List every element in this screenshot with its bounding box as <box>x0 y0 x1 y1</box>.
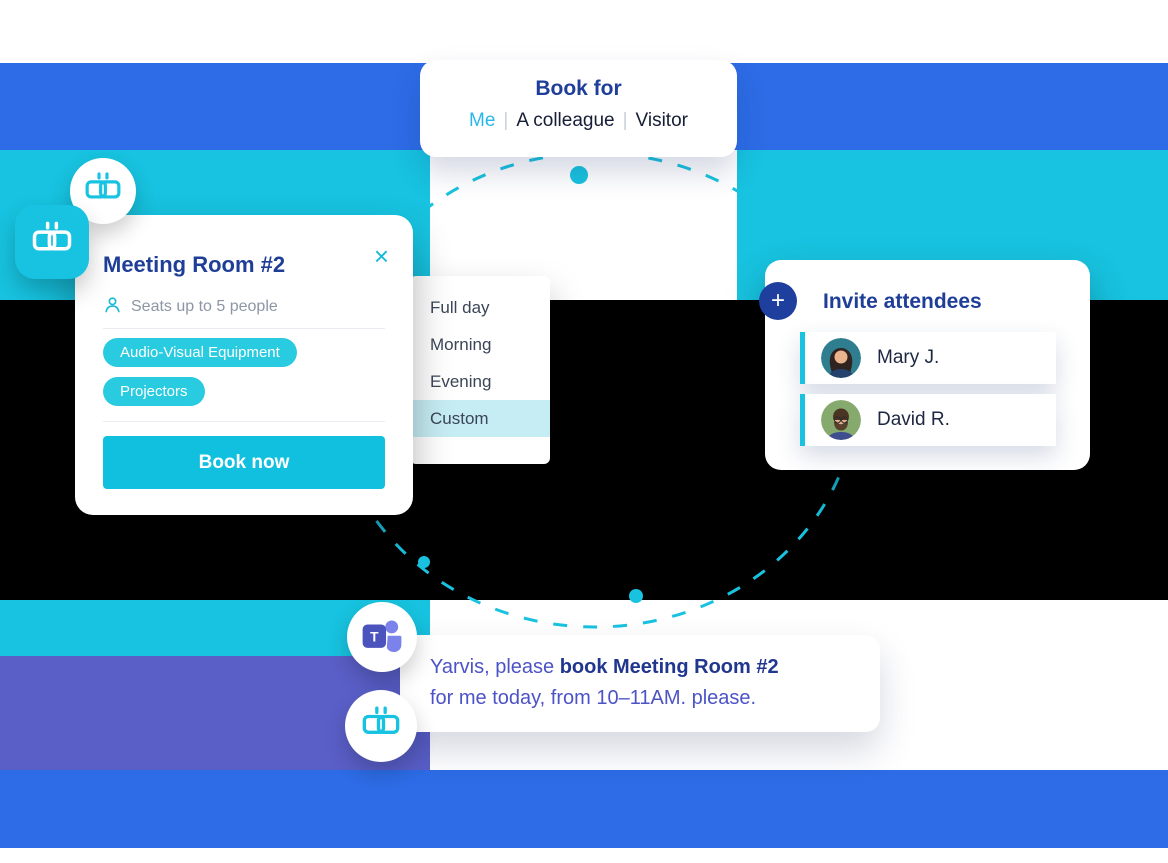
meeting-room-link-icon <box>31 219 73 266</box>
chat-message-bubble: Yarvis, please book Meeting Room #2 for … <box>400 635 880 732</box>
meeting-room-link-icon <box>84 170 122 213</box>
meeting-room-title: Meeting Room #2 <box>103 252 286 277</box>
chat-text-bold: book Meeting Room #2 <box>559 656 779 678</box>
person-icon <box>103 295 122 319</box>
amenity-tag-projectors: Projectors <box>103 377 205 406</box>
avatar-david <box>821 400 861 440</box>
chat-text-after: for me today, from 10–11AM. please. <box>430 687 757 709</box>
chat-message-line1: Yarvis, please book Meeting Room #2 <box>430 652 860 683</box>
room-app-logo-square-badge <box>15 205 89 279</box>
band-blue-bottom <box>0 770 1168 848</box>
attendee-row-david[interactable]: David R. <box>800 394 1056 446</box>
room-app-logo-badge-bottom <box>345 690 417 762</box>
option-separator: | <box>622 110 628 131</box>
divider <box>103 328 385 329</box>
chat-message-line2: for me today, from 10–11AM. please. <box>430 683 860 714</box>
duration-menu: Full day Morning Evening Custom <box>410 276 550 464</box>
chat-text-before: Yarvis, please <box>430 656 560 678</box>
duration-option-full-day[interactable]: Full day <box>430 298 490 317</box>
add-attendee-button[interactable]: + <box>759 282 797 320</box>
invite-attendees-title: Invite attendees <box>823 290 982 313</box>
book-for-panel: Book for Me | A colleague | Visitor <box>420 60 737 157</box>
room-capacity: Seats up to 5 people <box>103 295 278 319</box>
option-separator: | <box>503 110 509 131</box>
duration-option-custom[interactable]: Custom <box>410 400 550 437</box>
teams-letter: T <box>370 629 379 644</box>
book-now-button[interactable]: Book now <box>103 436 385 489</box>
attendee-row-mary[interactable]: Mary J. <box>800 332 1056 384</box>
book-for-option-visitor[interactable]: Visitor <box>635 110 688 131</box>
room-capacity-label: Seats up to 5 people <box>131 298 278 315</box>
ms-teams-logo-badge: T <box>347 602 417 672</box>
book-for-option-me[interactable]: Me <box>469 110 496 131</box>
book-for-options: Me | A colleague | Visitor <box>420 110 737 132</box>
invite-attendees-panel: + Invite attendees Mary J. <box>759 260 1090 470</box>
avatar-mary <box>821 338 861 378</box>
ms-teams-icon: T <box>361 615 403 660</box>
duration-option-evening[interactable]: Evening <box>430 372 492 391</box>
attendee-name: Mary J. <box>877 347 940 368</box>
amenity-tag-av-equipment: Audio-Visual Equipment <box>103 338 297 367</box>
attendee-name: David R. <box>877 409 950 430</box>
book-for-title: Book for <box>535 77 622 100</box>
book-for-option-colleague[interactable]: A colleague <box>516 110 615 131</box>
duration-option-morning[interactable]: Morning <box>430 335 492 354</box>
meeting-room-link-icon <box>361 704 401 749</box>
meeting-room-card: Meeting Room #2 × Seats up to 5 people A… <box>75 215 413 515</box>
close-icon[interactable]: × <box>373 241 389 271</box>
divider <box>103 421 385 422</box>
